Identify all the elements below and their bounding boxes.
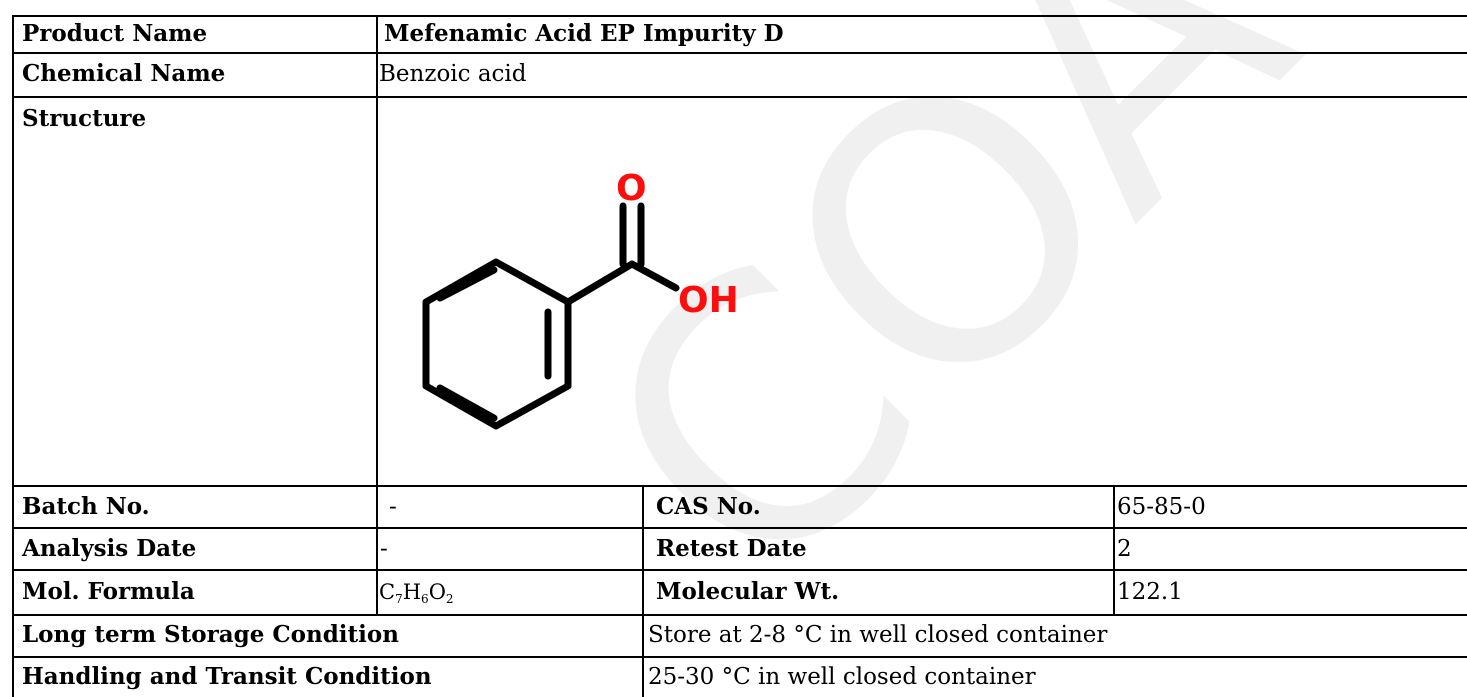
rule [642,485,644,697]
rule [12,614,1467,616]
product-name-label: Product Name [22,20,208,47]
rule [376,15,378,487]
batch-value: - [389,494,397,520]
formula-h: H [402,580,422,604]
atom-o-label: O [616,168,647,209]
batch-label: Batch No. [22,493,150,520]
storage-label: Long term Storage Condition [22,621,399,648]
retest-date-value: 2 [1117,536,1132,562]
storage-value: Store at 2-8 °C in well closed container [648,622,1108,648]
formula-c: C [379,580,396,604]
formula-o: O [428,580,446,604]
atom-oh-label: OH [678,280,739,321]
rule [12,15,14,697]
benzoic-acid-structure: O OH [422,168,739,430]
mol-formula-label: Mol. Formula [22,578,195,605]
chemical-name-value: Benzoic acid [379,61,527,87]
analysis-date-value: - [380,536,388,562]
handling-label: Handling and Transit Condition [22,663,432,690]
rule [12,485,1467,487]
mol-formula-value: C7H6O2 [379,577,454,607]
formula-o-count: 2 [445,592,454,606]
mol-wt-value: 122.1 [1117,579,1183,605]
mol-wt-label: Molecular Wt. [656,578,840,605]
rule [376,485,378,616]
product-name-value: Mefenamic Acid EP Impurity D [384,20,784,47]
structure-label: Structure [22,105,147,132]
cas-label: CAS No. [656,493,761,520]
rule [12,656,1467,658]
rule [12,569,1467,571]
rule [12,15,1467,17]
cas-value: 65-85-0 [1117,494,1206,520]
rule [12,96,1467,98]
handling-value: 25-30 °C in well closed container [648,664,1036,690]
rule [12,52,1467,54]
analysis-date-label: Analysis Date [22,535,197,562]
retest-date-label: Retest Date [656,535,807,562]
formula-c-count: 7 [395,592,403,606]
rule [1113,485,1115,616]
formula-h-count: 6 [421,592,429,606]
rule [12,527,1467,529]
chemical-name-label: Chemical Name [22,60,226,87]
